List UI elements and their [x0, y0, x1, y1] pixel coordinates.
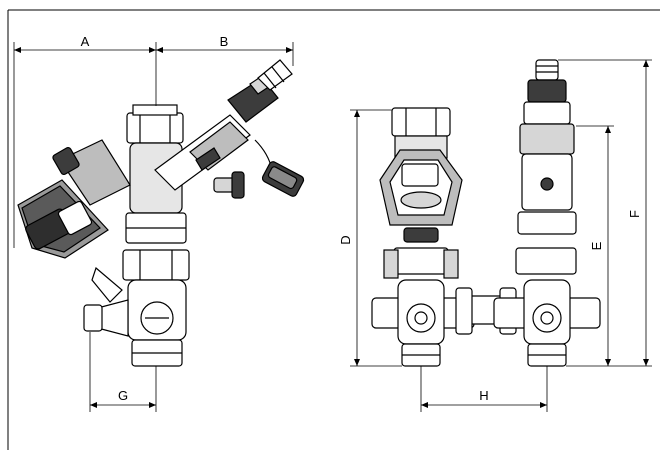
- valve-front-view-left: [371, 107, 475, 367]
- dimension-labels: A B G H D E F: [81, 34, 642, 403]
- lower-union-nut: [122, 249, 190, 281]
- label-h: H: [479, 388, 488, 403]
- label-f: F: [627, 210, 642, 218]
- actuator-head: [17, 139, 131, 259]
- label-e: E: [589, 241, 604, 250]
- valve-side-view: [17, 59, 305, 367]
- test-point-cap: [254, 139, 305, 197]
- dimension-lines: [13, 42, 652, 412]
- label-g: G: [118, 388, 128, 403]
- label-a: A: [81, 34, 90, 49]
- valve-front-view-right: [493, 59, 601, 367]
- label-b: B: [220, 34, 229, 49]
- label-d: D: [338, 235, 353, 244]
- spindle-assembly: [154, 59, 293, 191]
- top-union-nut: [126, 112, 184, 144]
- drawing-border: [7, 9, 660, 450]
